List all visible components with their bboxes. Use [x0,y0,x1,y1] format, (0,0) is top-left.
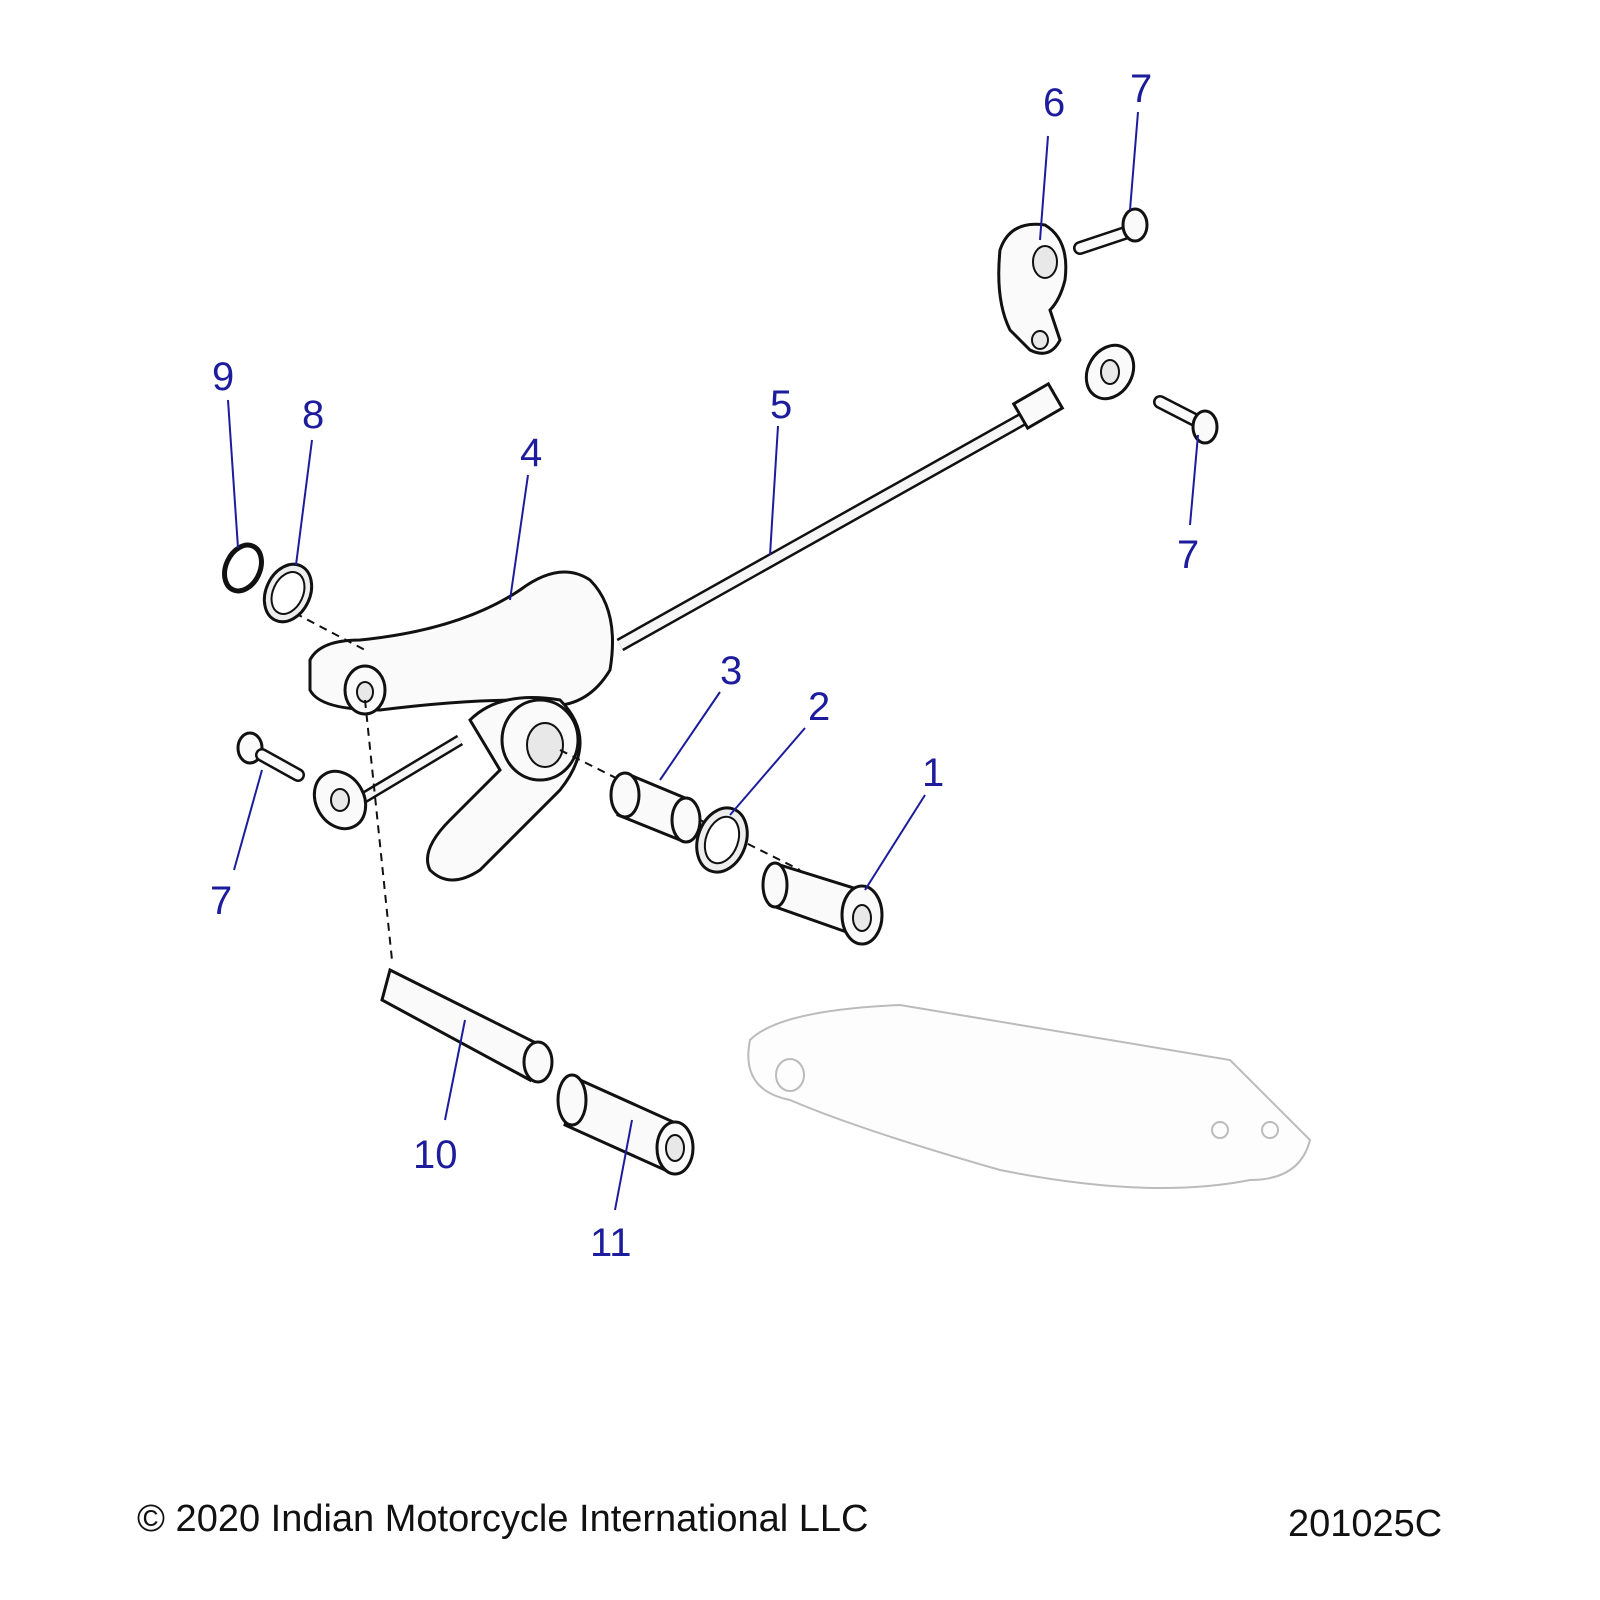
callout-2[interactable]: 2 [808,685,830,729]
leader-lines [227,111,1199,1211]
shift-lever[interactable] [308,570,614,882]
callout-4[interactable]: 4 [520,431,542,475]
callout-9[interactable]: 9 [212,355,234,399]
callout-11[interactable]: 11 [590,1221,632,1265]
callout-5[interactable]: 5 [770,383,792,427]
callout-3[interactable]: 3 [720,649,742,693]
callout-10[interactable]: 10 [413,1133,458,1177]
callout-7-left[interactable]: 7 [210,879,232,923]
bolt-right[interactable] [1153,395,1219,445]
bolt-top[interactable] [1073,207,1149,255]
callout-7-right[interactable]: 7 [1177,533,1199,577]
circlip[interactable] [217,539,268,597]
shift-rod[interactable] [304,337,1143,838]
washer-upper[interactable] [255,557,320,630]
callout-7-top[interactable]: 7 [1130,67,1152,111]
callout-labels: 1 2 3 4 5 6 7 7 7 8 9 10 11 [210,67,1199,1265]
callout-1[interactable]: 1 [922,751,944,795]
shift-clevis[interactable] [997,222,1068,355]
callout-6[interactable]: 6 [1043,81,1065,125]
shift-peg-pin[interactable] [380,967,554,1084]
shift-peg-rubber[interactable] [556,1073,695,1176]
pivot-bolt[interactable] [761,861,884,946]
copyright-notice: © 2020 Indian Motorcycle International L… [137,1498,869,1540]
drawing-number: 201025C [1288,1503,1443,1545]
callout-8[interactable]: 8 [302,393,324,437]
bushing[interactable] [609,771,702,844]
bolt-left[interactable] [236,731,305,782]
washer-lower[interactable] [688,801,756,879]
ghost-frame-bracket [747,1003,1312,1189]
